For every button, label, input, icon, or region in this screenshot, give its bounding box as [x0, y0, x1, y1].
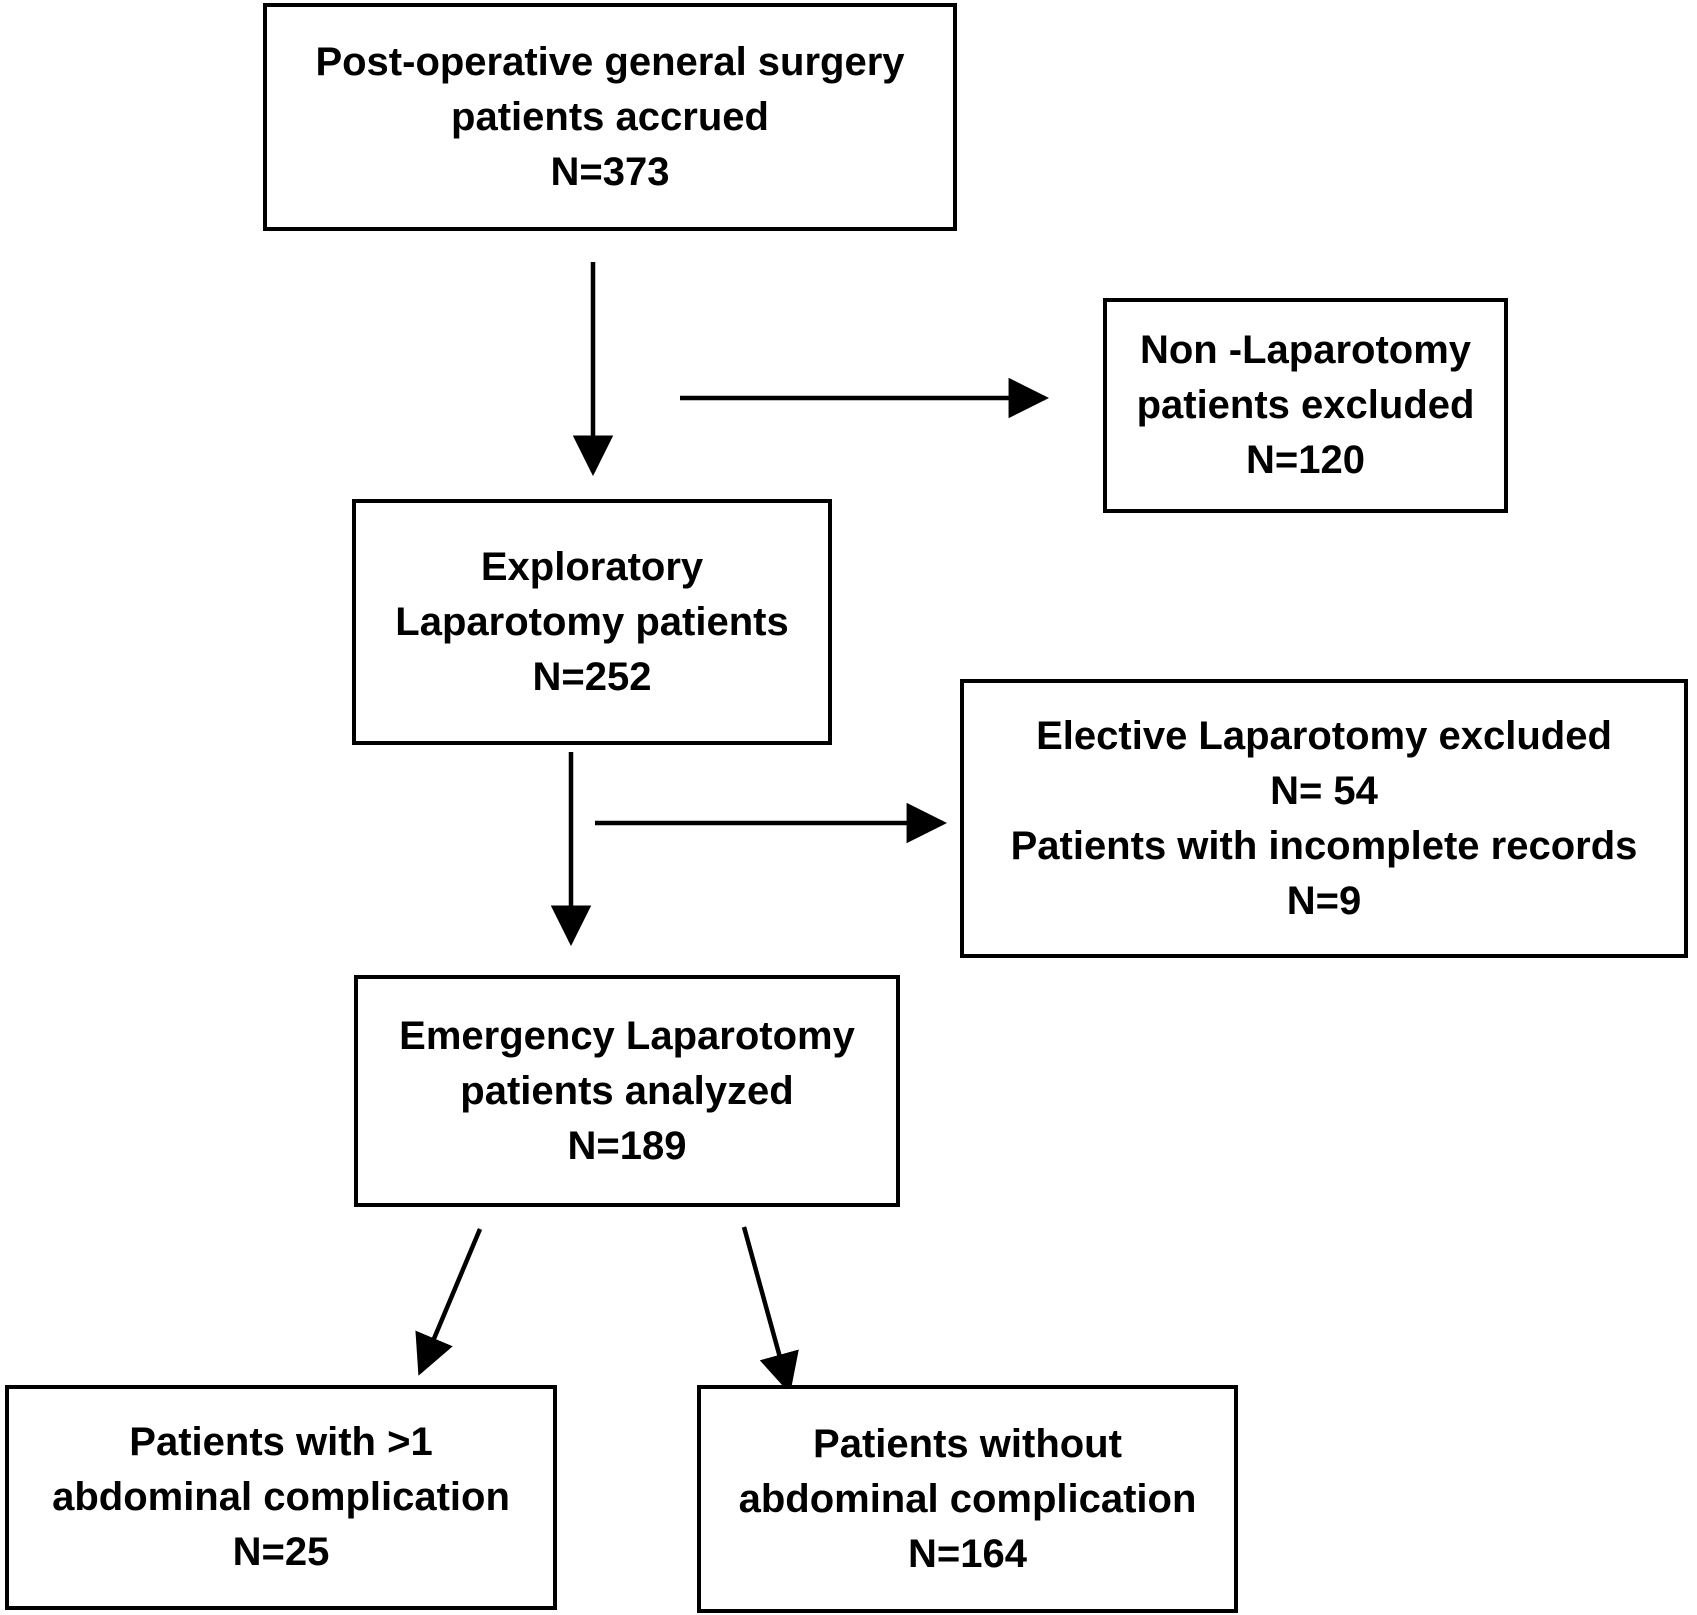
flow-box-elective-excluded: Elective Laparotomy excluded N= 54 Patie…	[960, 679, 1688, 958]
box-text-line: Post-operative general surgery	[315, 39, 905, 84]
box-text-line: Emergency Laparotomy	[399, 1013, 855, 1058]
box-text-line: Patients without	[813, 1421, 1122, 1466]
box-text-line: Elective Laparotomy excluded	[1036, 713, 1612, 758]
box-text-line: N=189	[567, 1123, 687, 1168]
box-text-line: N=120	[1246, 438, 1365, 482]
flow-box-without-complication: Patients without abdominal complication …	[697, 1385, 1238, 1613]
flow-box-exploratory: Exploratory Laparotomy patients N=252	[352, 499, 832, 745]
box-text-line: Non -Laparotomy	[1139, 328, 1472, 372]
box-text-line: N=25	[232, 1530, 330, 1574]
box-text-line: Patients with >1	[129, 1420, 433, 1464]
flow-box-accrued: Post-operative general surgery patients …	[263, 3, 957, 231]
arrow-emergency-to-with-complication	[415, 1228, 483, 1376]
flow-box-emergency-analyzed: Emergency Laparotomy patients analyzed N…	[354, 975, 900, 1207]
flow-box-with-complication: Patients with >1 abdominal complication …	[5, 1385, 557, 1610]
box-text-line: N=9	[1286, 878, 1362, 923]
flow-box-non-laparotomy-excluded: Non -Laparotomy patients excluded N=120	[1103, 298, 1508, 513]
box-text-line: N=252	[532, 654, 652, 699]
box-text-line: N= 54	[1270, 768, 1378, 813]
box-text-line: N=164	[908, 1531, 1027, 1576]
box-text-line: patients analyzed	[460, 1068, 794, 1113]
box-text-line: Laparotomy patients	[395, 599, 789, 644]
box-text-line: Exploratory	[480, 544, 704, 589]
box-text-line: N=373	[550, 149, 670, 194]
box-text-line: abdominal complication	[52, 1475, 510, 1519]
box-text-line: abdominal complication	[738, 1476, 1197, 1521]
box-text-line: Patients with incomplete records	[1010, 823, 1638, 868]
box-text-line: patients accrued	[451, 94, 769, 139]
arrow-emergency-to-without-complication	[741, 1226, 799, 1394]
box-text-line: patients excluded	[1136, 383, 1475, 427]
